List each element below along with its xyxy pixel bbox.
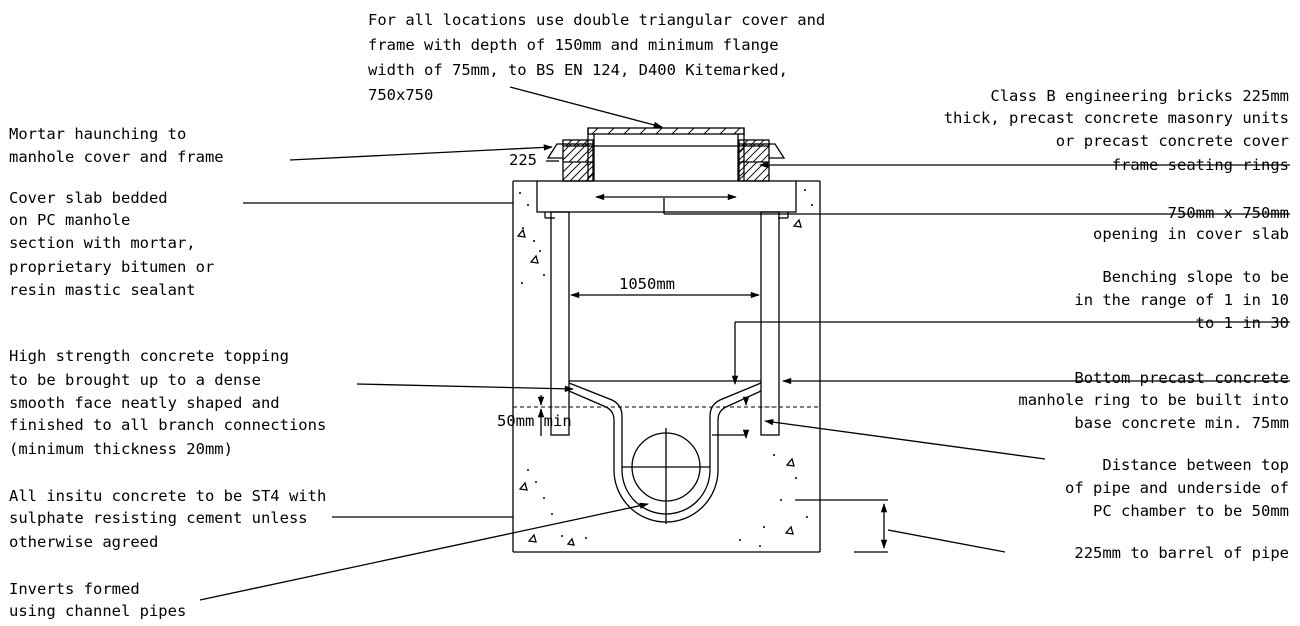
svg-text:proprietary bitumen or: proprietary bitumen or — [9, 258, 214, 276]
svg-text:resin mastic sealant: resin mastic sealant — [9, 281, 196, 299]
svg-text:in the range of 1 in 10: in the range of 1 in 10 — [1074, 291, 1289, 309]
svg-text:thick, precast concrete masonr: thick, precast concrete masonry units — [944, 109, 1289, 127]
note-cover-frame: For all locations use double triangular … — [368, 11, 825, 104]
svg-text:manhole ring to be built into: manhole ring to be built into — [1018, 391, 1289, 409]
concrete-aggregate — [516, 189, 813, 547]
svg-text:using channel pipes: using channel pipes — [9, 602, 186, 620]
note-cover-slab-bedded: Cover slab bedded on PC manhole section … — [9, 189, 214, 299]
note-inverts: Inverts formed using channel pipes — [9, 580, 186, 620]
svg-text:Class B engineering bricks 225: Class B engineering bricks 225mm — [990, 87, 1289, 105]
manhole-structure — [512, 127, 821, 553]
svg-text:Distance between top: Distance between top — [1102, 456, 1289, 474]
svg-text:Mortar haunching to: Mortar haunching to — [9, 125, 186, 143]
svg-text:Cover slab bedded: Cover slab bedded — [9, 189, 168, 207]
svg-text:Inverts formed: Inverts formed — [9, 580, 140, 598]
cover-slab — [536, 180, 797, 213]
note-barrel: 225mm to barrel of pipe — [1074, 544, 1289, 562]
brick-height-label: 225 — [509, 151, 537, 169]
ring-wall-left — [550, 211, 570, 436]
svg-text:base concrete min. 75mm: base concrete min. 75mm — [1074, 414, 1289, 432]
svg-text:to be brought up to a dense: to be brought up to a dense — [9, 371, 261, 389]
svg-text:smooth face neatly shaped and: smooth face neatly shaped and — [9, 394, 280, 412]
svg-text:PC chamber to be 50mm: PC chamber to be 50mm — [1093, 502, 1289, 520]
svg-text:225mm to barrel of pipe: 225mm to barrel of pipe — [1074, 544, 1289, 562]
note-benching-slope: Benching slope to be in the range of 1 i… — [1074, 268, 1289, 332]
svg-text:or precast concrete cover: or precast concrete cover — [1056, 132, 1289, 150]
svg-text:opening in cover slab: opening in cover slab — [1093, 225, 1289, 243]
svg-text:otherwise agreed: otherwise agreed — [9, 533, 158, 551]
svg-text:750mm x 750mm: 750mm x 750mm — [1168, 204, 1289, 222]
mortar-haunching-left — [546, 143, 563, 159]
note-insitu-concrete: All insitu concrete to be ST4 with sulph… — [9, 487, 326, 551]
svg-text:(minimum thickness 20mm): (minimum thickness 20mm) — [9, 440, 233, 458]
svg-text:to 1 in 30: to 1 in 30 — [1196, 314, 1289, 332]
svg-text:Bottom precast concrete: Bottom precast concrete — [1074, 369, 1289, 387]
svg-text:section with mortar,: section with mortar, — [9, 234, 196, 252]
dimensions: 1050mm 225 50mm min — [497, 151, 888, 553]
chamber-width-label: 1050mm — [619, 275, 675, 293]
svg-text:sulphate resisting cement unle: sulphate resisting cement unless — [9, 509, 308, 527]
pipe-section — [622, 428, 710, 524]
mortar-haunching-right — [769, 143, 786, 159]
svg-text:on PC manhole: on PC manhole — [9, 211, 130, 229]
note-mortar-haunching: Mortar haunching to manhole cover and fr… — [9, 125, 224, 166]
svg-text:of pipe and underside of: of pipe and underside of — [1065, 479, 1289, 497]
svg-text:finished to all branch connect: finished to all branch connections — [9, 416, 326, 434]
note-concrete-topping: High strength concrete topping to be bro… — [9, 347, 326, 458]
note-engineering-bricks: Class B engineering bricks 225mm thick, … — [944, 87, 1289, 174]
frame-flange-left — [562, 139, 594, 147]
note-bottom-ring: Bottom precast concrete manhole ring to … — [1018, 369, 1289, 432]
svg-text:frame seating rings: frame seating rings — [1112, 156, 1289, 174]
svg-text:Benching slope to be: Benching slope to be — [1102, 268, 1289, 286]
leader-lines — [199, 86, 1290, 601]
svg-text:All insitu concrete to be ST4: All insitu concrete to be ST4 with — [9, 487, 326, 505]
benching-min-label: 50mm min — [497, 412, 572, 430]
svg-text:frame with depth of 150mm and: frame with depth of 150mm and minimum fl… — [368, 36, 779, 54]
svg-text:For all locations use double t: For all locations use double triangular … — [368, 11, 825, 29]
svg-text:High strength concrete topping: High strength concrete topping — [9, 347, 289, 365]
ring-wall-right — [760, 211, 780, 436]
svg-text:750x750: 750x750 — [368, 86, 433, 104]
frame-flange-right — [738, 139, 770, 147]
cover-frame — [587, 127, 745, 181]
svg-text:width of 75mm, to BS EN 124, D: width of 75mm, to BS EN 124, D400 Kitema… — [368, 61, 788, 79]
note-opening: 750mm x 750mm opening in cover slab — [1093, 204, 1289, 243]
note-pipe-distance: Distance between top of pipe and undersi… — [1065, 456, 1289, 520]
svg-text:manhole cover and frame: manhole cover and frame — [9, 148, 224, 166]
